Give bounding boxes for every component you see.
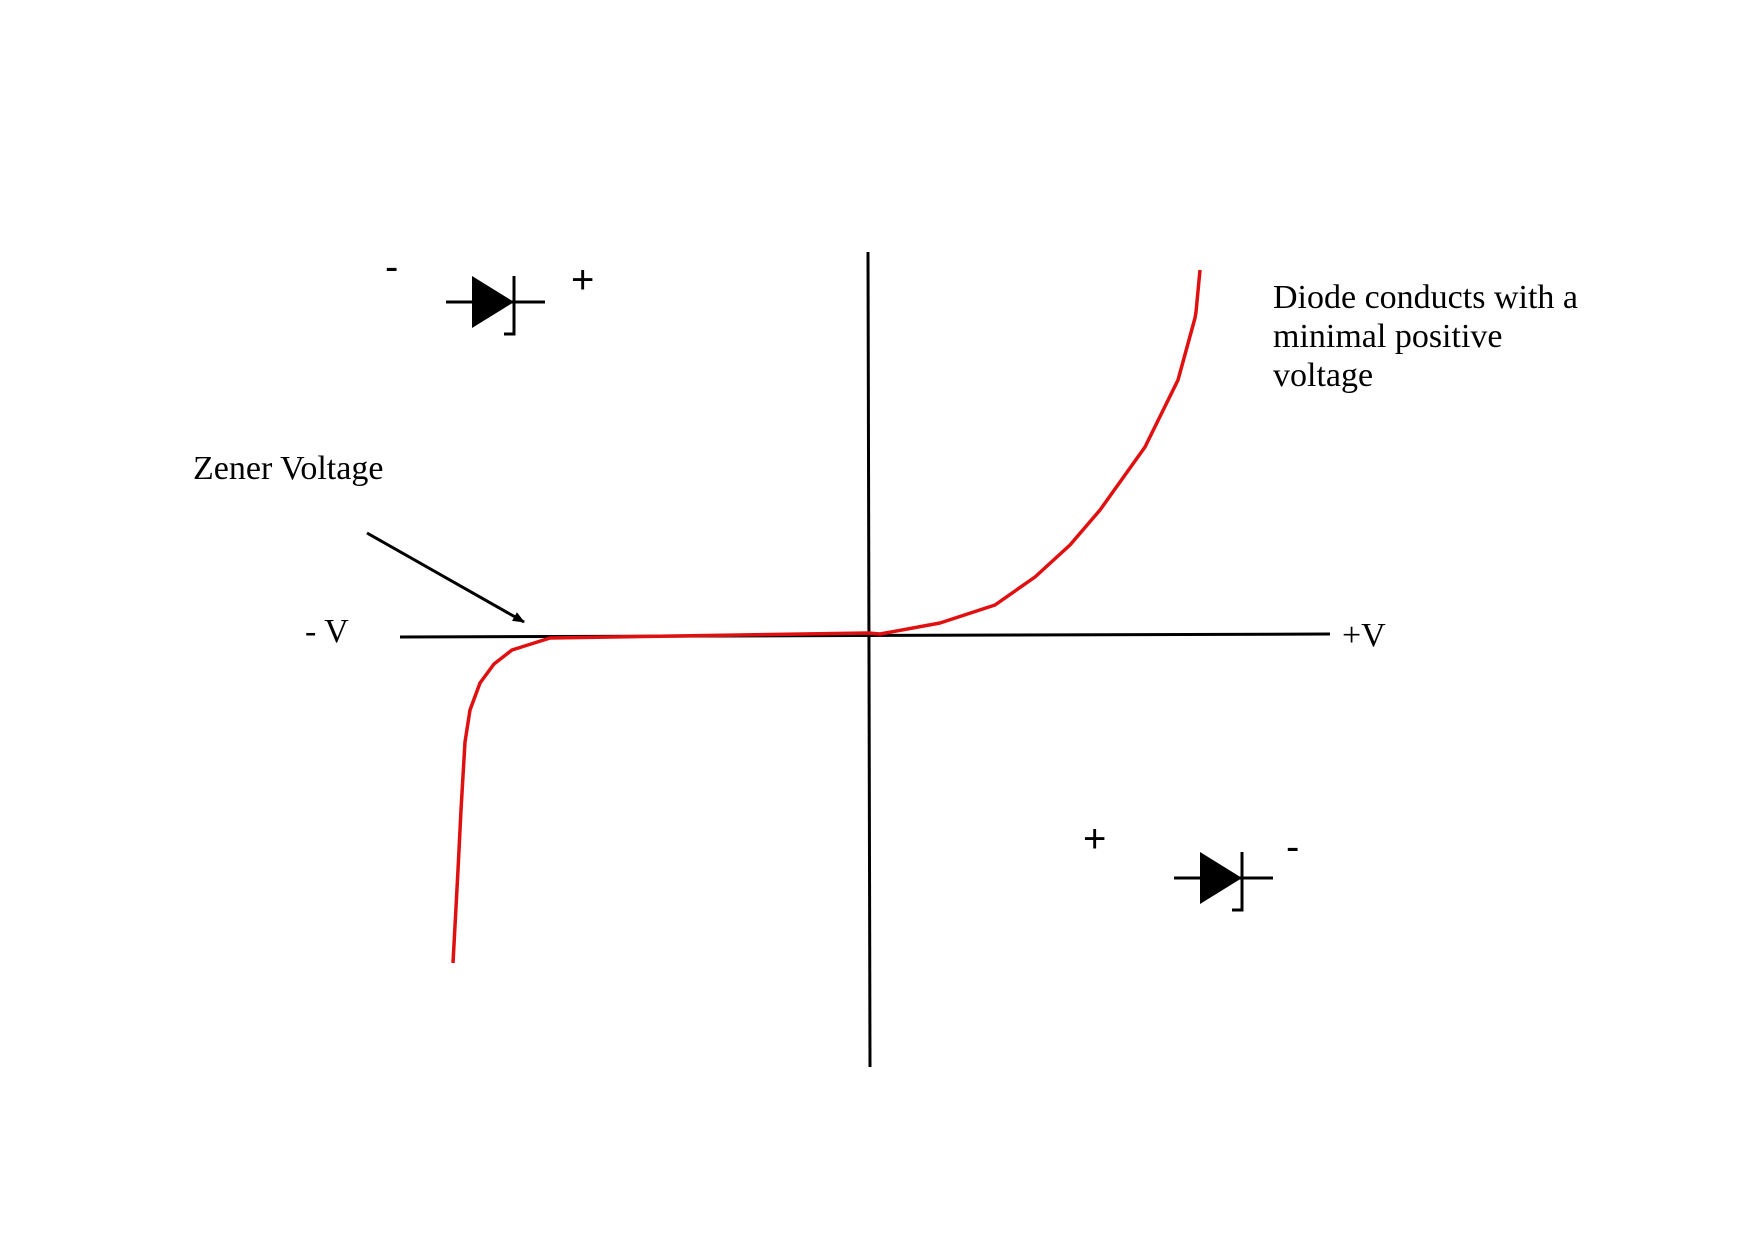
zener-diode-icon: [1174, 852, 1273, 912]
iv-curve: [451, 269, 1202, 964]
reverse-minus-sign: -: [385, 245, 398, 289]
forward-minus-sign: -: [1286, 825, 1299, 869]
positive-voltage-label: +V: [1342, 617, 1386, 654]
y-axis: [866, 251, 872, 1068]
conduction-label-line2: minimal positive: [1273, 318, 1502, 355]
negative-voltage-label: - V: [305, 613, 349, 650]
conduction-label-line3: voltage: [1273, 357, 1373, 394]
forward-plus-sign: +: [1083, 817, 1106, 861]
zener-diode-icon: [446, 276, 545, 336]
zener-voltage-label: Zener Voltage: [193, 450, 383, 487]
reverse-plus-sign: +: [571, 258, 594, 302]
arrow-icon: [366, 531, 525, 624]
conduction-label-line1: Diode conducts with a: [1273, 279, 1578, 316]
